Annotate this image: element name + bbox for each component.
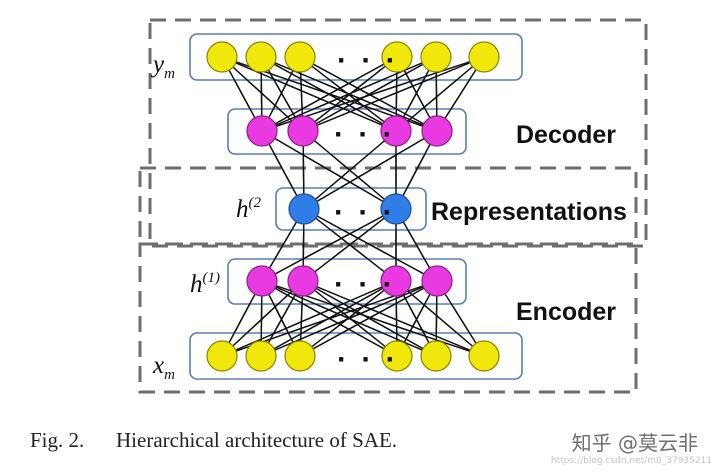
- encoder-hidden-layer-label: h(1): [190, 270, 220, 298]
- connection-overlay: [302, 56, 437, 132]
- decoder-section-border: [148, 18, 648, 248]
- connection-overlay: [221, 56, 397, 132]
- encoder-hidden-ellipsis: · · ·: [334, 268, 396, 301]
- output-node: [381, 41, 413, 73]
- input-node: [284, 340, 316, 372]
- connection-overlay: [260, 280, 438, 357]
- representation-node: [288, 193, 320, 225]
- input-node: [381, 340, 413, 372]
- connection-overlay: [302, 208, 397, 282]
- output-node: [284, 41, 316, 73]
- section-borders: [138, 18, 648, 394]
- output-layer-label: ym: [150, 51, 175, 82]
- encoder-section-border: [138, 242, 638, 394]
- output-ellipsis: · · ·: [337, 44, 399, 77]
- input-layer-label: xm: [152, 352, 175, 383]
- representation-layer-label: h(2: [236, 195, 261, 223]
- encoder-hidden-node: [246, 265, 278, 297]
- watermark-url: https://blog.csdn.net/m0_37935211: [550, 456, 712, 466]
- connection-overlay: [261, 56, 398, 132]
- representation-node: [380, 193, 412, 225]
- connection-overlay: [261, 208, 397, 282]
- input-node: [420, 340, 452, 372]
- input-ellipsis: · · ·: [337, 343, 399, 376]
- representation-ellipsis: · · ·: [334, 196, 396, 229]
- connection-overlay: [302, 280, 485, 357]
- decoder-hidden-node: [246, 115, 278, 147]
- representations-section-border: [138, 166, 638, 246]
- connection-overlay: [221, 280, 304, 357]
- ellipses: · · · · · · · · · · · · · · ·: [334, 44, 399, 376]
- decoder-label: Decoder: [516, 121, 616, 149]
- encoder-hidden-node: [421, 265, 453, 297]
- connection-overlay: [299, 280, 438, 357]
- connection-overlay: [395, 56, 485, 132]
- connection-overlay: [303, 208, 438, 282]
- output-node: [245, 41, 277, 73]
- connection-overlay: [261, 56, 437, 132]
- representations-label: Representations: [431, 198, 627, 226]
- decoder-hidden-node: [380, 115, 412, 147]
- encoder-hidden-node: [380, 265, 412, 297]
- input-node: [245, 340, 277, 372]
- decoder-hidden-node: [421, 115, 453, 147]
- encoder-hidden-node: [287, 265, 319, 297]
- decoder-hidden-ellipsis: · · ·: [334, 118, 396, 151]
- output-node: [468, 41, 500, 73]
- figure-caption: Fig. 2. Hierarchical architecture of SAE.: [30, 428, 397, 453]
- output-node: [420, 41, 452, 73]
- sae-architecture-diagram: · · · · · · · · · · · · · · · ym h(2 h(1) xm…: [138, 18, 648, 394]
- decoder-hidden-node: [287, 115, 319, 147]
- connection-overlay: [303, 130, 438, 210]
- connection-overlay: [261, 130, 397, 210]
- output-node: [206, 41, 238, 73]
- input-node: [468, 340, 500, 372]
- figure-number: Fig. 2.: [30, 428, 85, 452]
- neurons: [206, 41, 500, 372]
- encoder-label: Encoder: [516, 298, 616, 326]
- caption-text: Hierarchical architecture of SAE.: [116, 428, 398, 452]
- connection-overlay: [303, 130, 397, 210]
- watermark: 知乎 @莫云非: [571, 431, 698, 455]
- connection-overlay: [302, 56, 485, 132]
- connection-overlay: [395, 280, 485, 357]
- input-node: [206, 340, 238, 372]
- connection-overlay: [221, 280, 397, 357]
